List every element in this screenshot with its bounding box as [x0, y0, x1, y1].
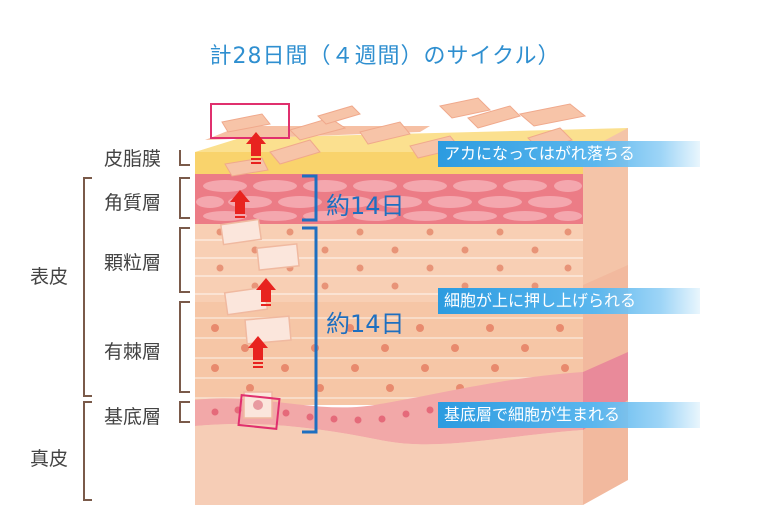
label-dermis: 真皮: [30, 448, 69, 470]
upward-arrows: [230, 132, 276, 368]
dermis-layer: [195, 423, 583, 505]
label-basal: 基底層: [104, 406, 162, 428]
migrating-cells: [219, 218, 300, 419]
shed-cell-highlight: [210, 103, 290, 139]
callout-pushed-up: 細胞が上に押し上げられる: [438, 288, 700, 314]
label-stratum-corneum: 角質層: [104, 192, 162, 214]
basal-nuclei: [211, 406, 434, 424]
left-brackets: [83, 150, 190, 501]
basal-new-cell-nucleus: [253, 400, 263, 410]
side-face-upper: [583, 128, 628, 285]
diagram-title: 計28日間（４週間）のサイクル）: [209, 44, 561, 69]
label-epidermis: 表皮: [30, 266, 69, 288]
callout-shed: アカになってはがれ落ちる: [438, 141, 700, 167]
new-cell-highlight: [237, 393, 281, 431]
shedding-flakes: [221, 97, 587, 177]
duration-lower: 約14日: [326, 310, 405, 338]
duration-upper: 約14日: [326, 192, 405, 220]
label-granular: 顆粒層: [104, 252, 162, 274]
callout-born: 基底層で細胞が生まれる: [438, 402, 700, 428]
label-sebum: 皮脂膜: [104, 148, 162, 170]
duration-brackets: [302, 174, 318, 434]
corneum-cells: [196, 180, 582, 221]
label-spinous: 有棘層: [104, 341, 162, 363]
spinous-nuclei: [211, 324, 569, 392]
